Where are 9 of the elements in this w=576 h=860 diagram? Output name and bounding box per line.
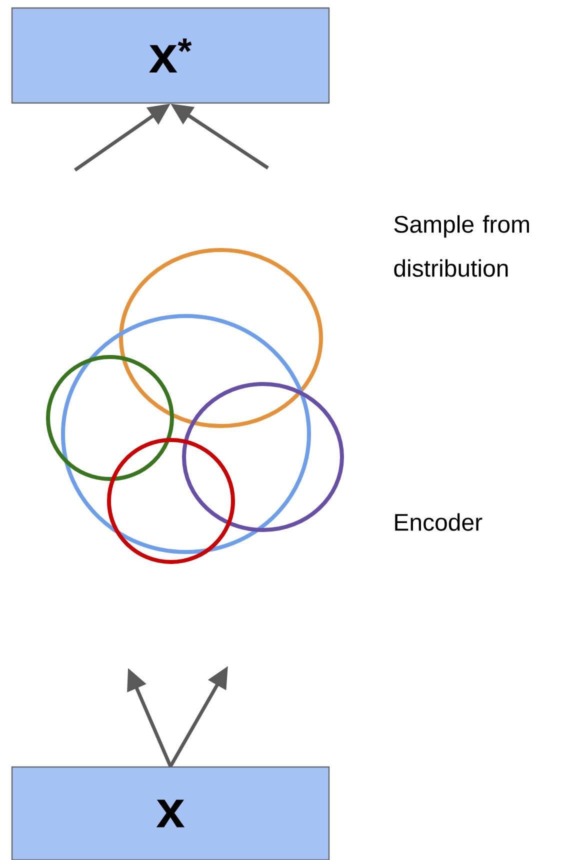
text-box: x$^{*}$: [11, 7, 330, 104]
circle: [182, 382, 344, 532]
circle: [61, 314, 311, 554]
circle: [107, 438, 235, 564]
circle: [119, 248, 323, 428]
label: Sample from distribution: [394, 215, 529, 277]
label: Encoder: [395, 513, 482, 531]
text-box: x: [11, 766, 330, 860]
circle: [46, 355, 174, 481]
